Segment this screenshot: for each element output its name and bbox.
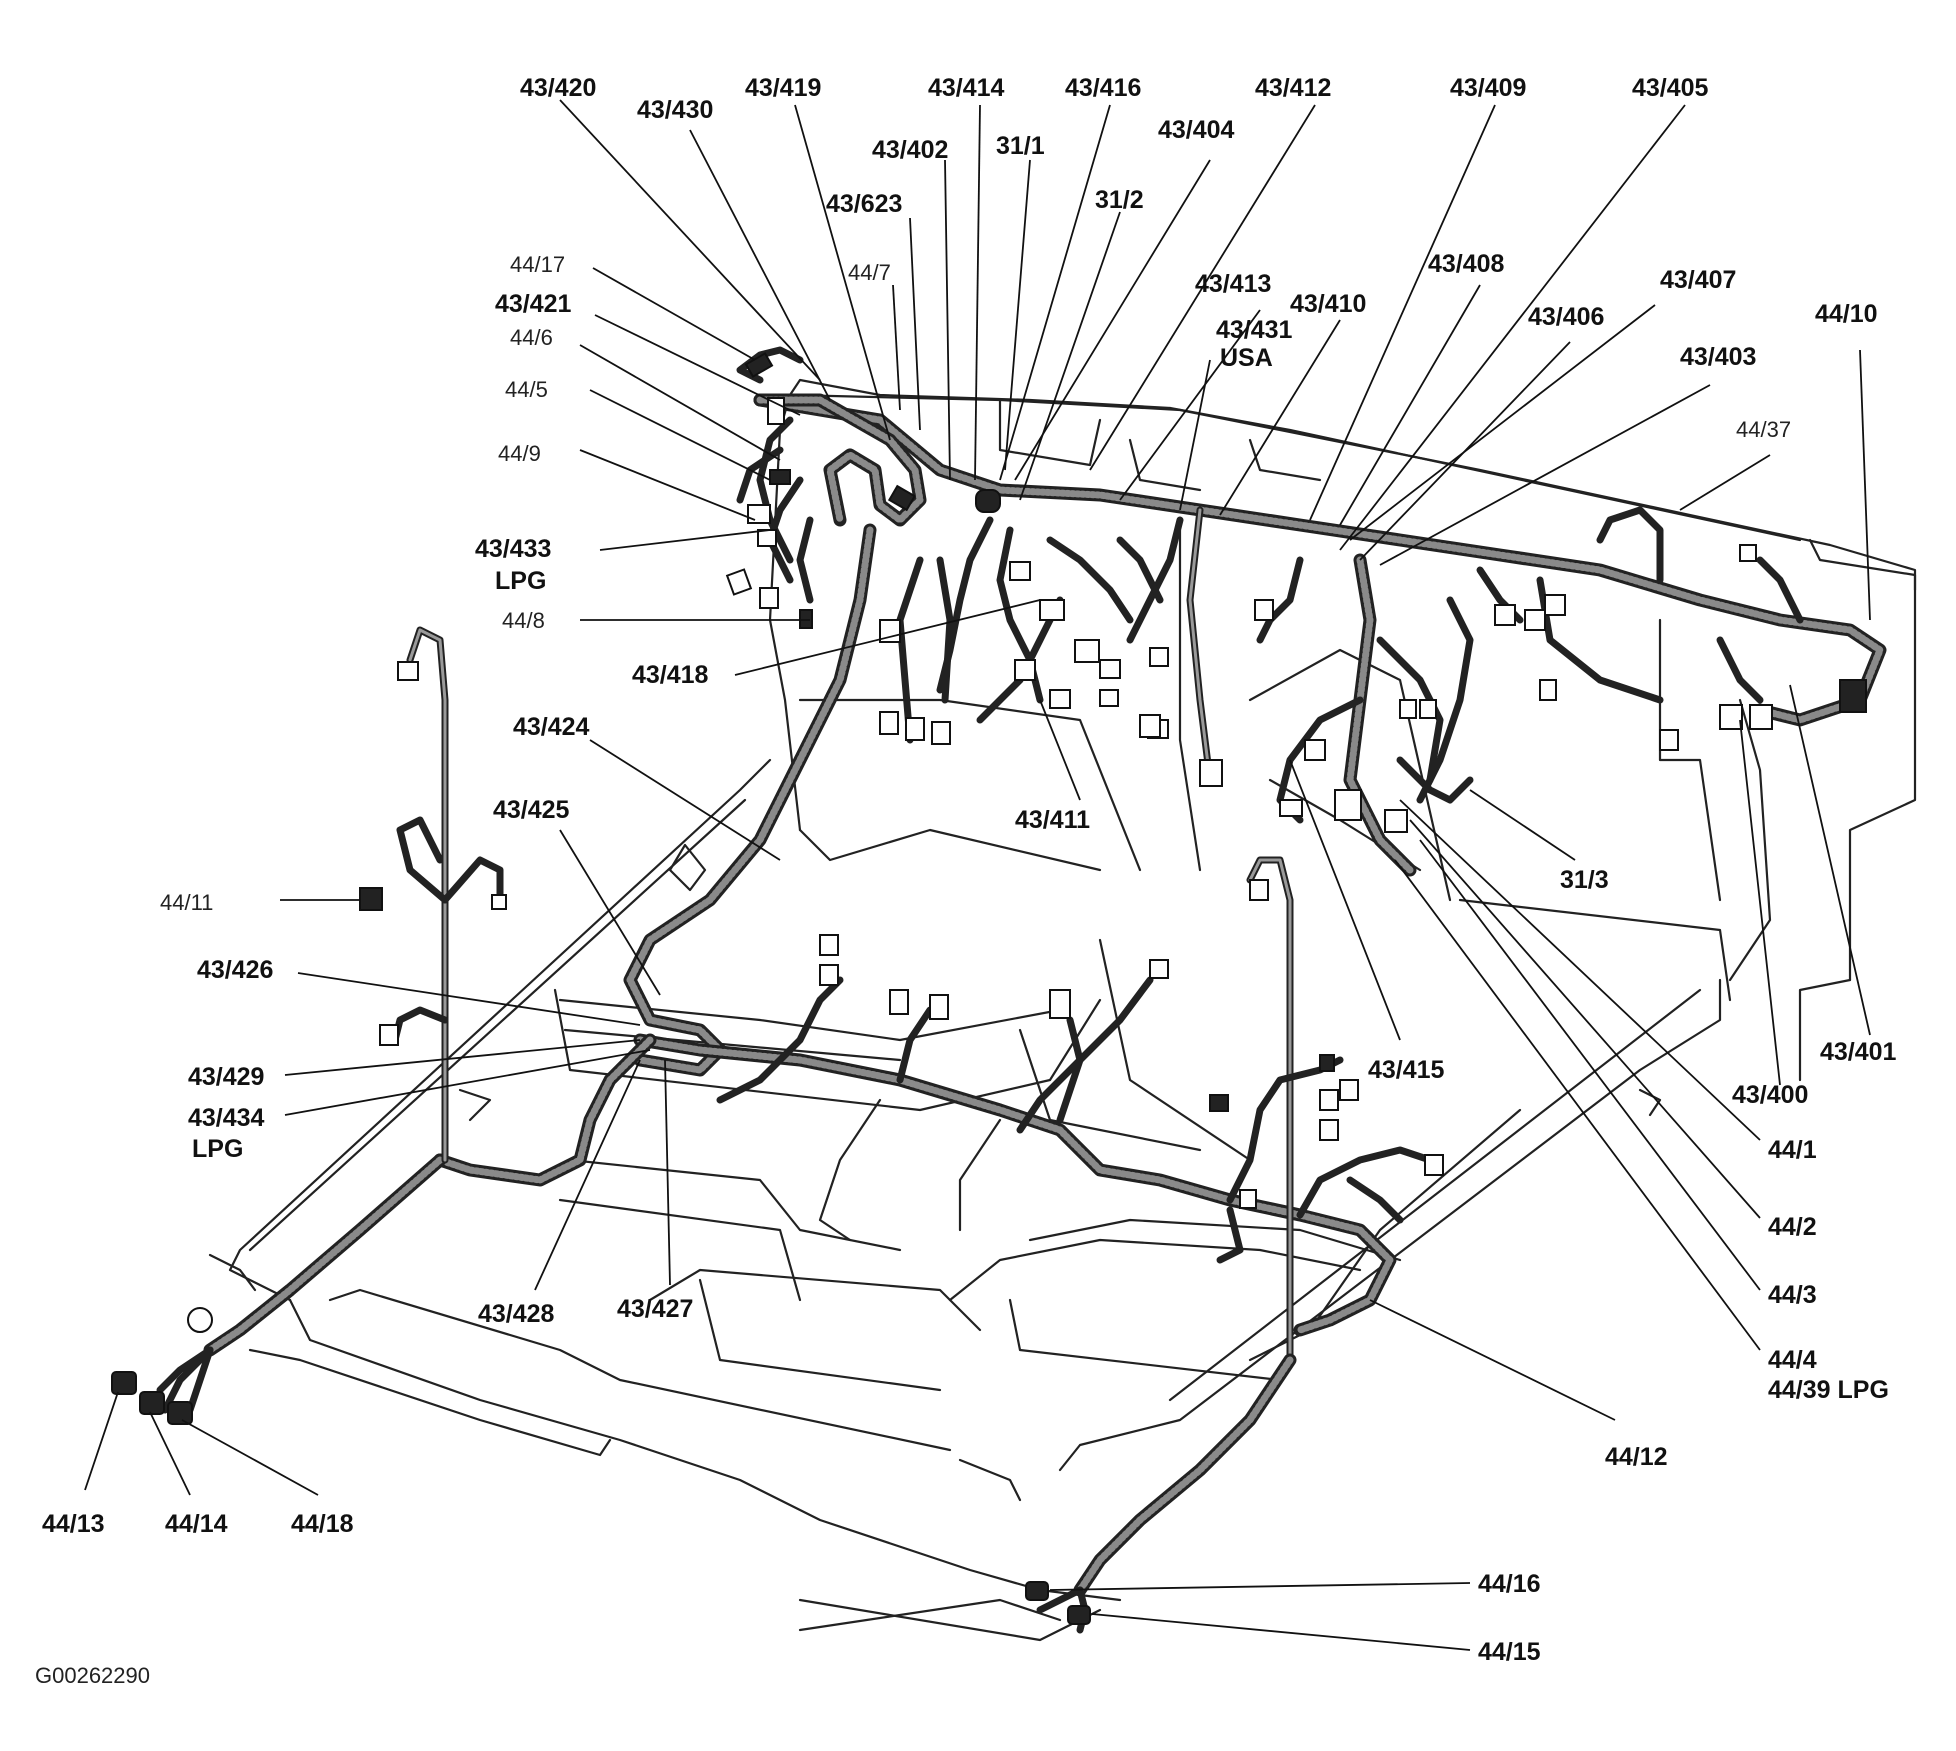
label-44-8: 44/8 (502, 608, 545, 633)
label-44-12: 44/12 (1605, 1443, 1668, 1471)
connectors (111, 352, 1867, 1625)
label-44-6: 44/6 (510, 325, 553, 350)
label-43-416: 43/416 (1065, 74, 1141, 102)
label-44-13: 44/13 (42, 1510, 105, 1538)
label-43-430: 43/430 (637, 96, 713, 124)
wiring-harness (156, 346, 1887, 1634)
label-44-11: 44/11 (160, 890, 213, 915)
label-lpg-433: LPG (495, 567, 546, 595)
label-43-407: 43/407 (1660, 266, 1736, 294)
label-43-403: 43/403 (1680, 343, 1756, 371)
label-44-37: 44/37 (1736, 417, 1791, 442)
label-44-39-lpg: 44/39 LPG (1768, 1376, 1889, 1404)
label-31-2: 31/2 (1095, 186, 1144, 214)
label-43-415: 43/415 (1368, 1056, 1445, 1084)
callout-labels: 43/420 43/430 43/419 43/414 43/416 43/41… (35, 74, 1897, 1688)
vehicle-body-outline (208, 378, 1917, 1642)
label-44-4: 44/4 (1768, 1346, 1817, 1374)
label-43-404: 43/404 (1158, 116, 1235, 144)
label-43-433: 43/433 (475, 535, 551, 563)
label-43-408: 43/408 (1428, 250, 1505, 278)
label-43-409: 43/409 (1450, 74, 1526, 102)
label-43-413: 43/413 (1195, 270, 1271, 298)
label-44-18: 44/18 (291, 1510, 354, 1538)
label-43-427: 43/427 (617, 1295, 693, 1323)
label-44-10: 44/10 (1815, 300, 1878, 328)
label-43-623: 43/623 (826, 190, 902, 218)
label-44-17: 44/17 (510, 252, 565, 277)
label-43-411: 43/411 (1015, 806, 1090, 834)
label-43-418: 43/418 (632, 661, 709, 689)
label-43-429: 43/429 (188, 1063, 264, 1091)
label-43-419: 43/419 (745, 74, 821, 102)
figure-code: G00262290 (35, 1663, 150, 1688)
label-43-401: 43/401 (1820, 1038, 1897, 1066)
label-44-5: 44/5 (505, 377, 548, 402)
label-43-424: 43/424 (513, 713, 590, 741)
label-44-1: 44/1 (1768, 1136, 1817, 1164)
label-43-410: 43/410 (1290, 290, 1366, 318)
label-44-9: 44/9 (498, 441, 541, 466)
label-44-2: 44/2 (1768, 1213, 1817, 1241)
label-31-3: 31/3 (1560, 866, 1609, 894)
leader-lines (84, 99, 1871, 1651)
label-lpg-434: LPG (192, 1135, 243, 1163)
label-43-412: 43/412 (1255, 74, 1331, 102)
label-44-16: 44/16 (1478, 1570, 1541, 1598)
label-43-426: 43/426 (197, 956, 273, 984)
label-44-7: 44/7 (848, 260, 891, 285)
label-44-14: 44/14 (165, 1510, 228, 1538)
label-43-405: 43/405 (1632, 74, 1709, 102)
label-43-425: 43/425 (493, 796, 570, 824)
label-43-406: 43/406 (1528, 303, 1604, 331)
label-44-15: 44/15 (1478, 1638, 1541, 1666)
label-43-400: 43/400 (1732, 1081, 1808, 1109)
label-43-434: 43/434 (188, 1104, 265, 1132)
label-43-402: 43/402 (872, 136, 948, 164)
label-usa: USA (1220, 344, 1273, 372)
label-44-3: 44/3 (1768, 1281, 1817, 1309)
label-43-431: 43/431 (1216, 316, 1293, 344)
label-43-420: 43/420 (520, 74, 596, 102)
label-43-421: 43/421 (495, 290, 572, 318)
label-43-414: 43/414 (928, 74, 1005, 102)
label-43-428: 43/428 (478, 1300, 555, 1328)
label-31-1: 31/1 (996, 132, 1045, 160)
